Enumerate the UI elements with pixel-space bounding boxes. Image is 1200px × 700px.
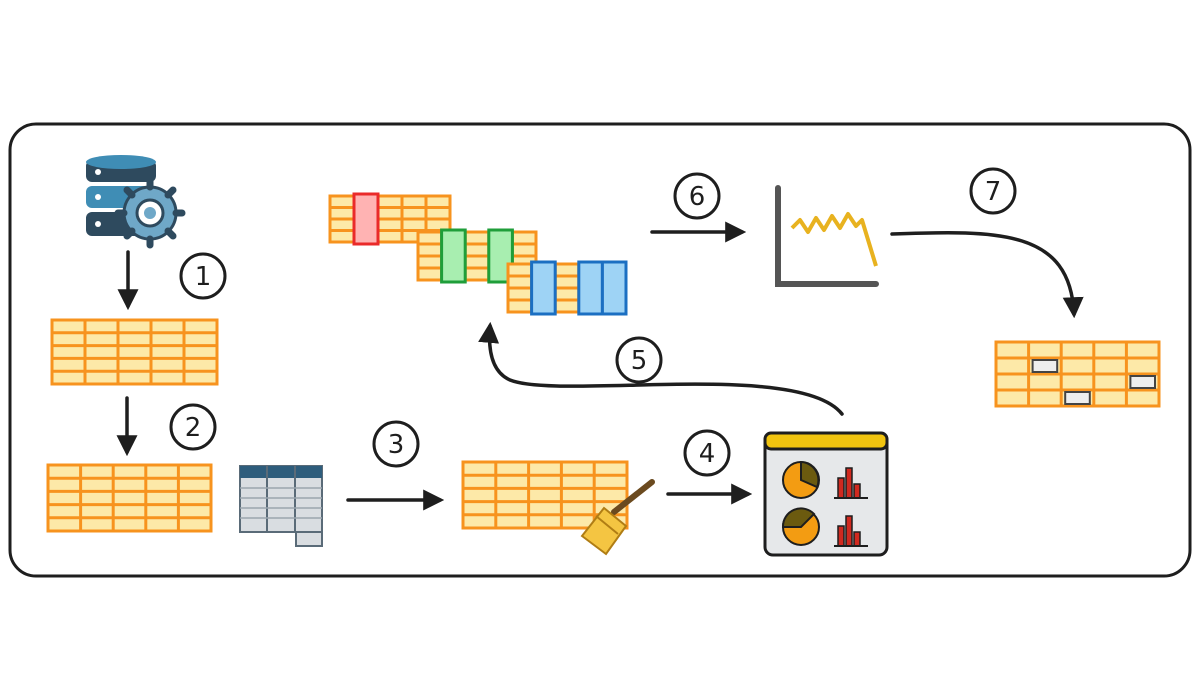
dashboard-icon (763, 431, 889, 557)
step-circle (615, 336, 663, 384)
step-number: 3 (388, 430, 405, 460)
highlighted-column (530, 260, 557, 316)
line-chart-icon (775, 185, 879, 287)
step-marker-2: 2 (169, 403, 217, 451)
step-number: 2 (185, 413, 202, 443)
step-circle (969, 167, 1017, 215)
step-number: 5 (631, 346, 648, 376)
step-number: 4 (699, 439, 716, 469)
highlighted-column (440, 228, 467, 284)
step-number: 7 (985, 177, 1002, 207)
spreadsheet-table-icon (994, 340, 1161, 408)
step-circle (179, 252, 227, 300)
step-number: 6 (689, 182, 706, 212)
step-circle (673, 172, 721, 220)
step-circle (372, 420, 420, 468)
arrow-5 (478, 321, 844, 416)
highlighted-column (600, 260, 628, 316)
diagram-frame (8, 122, 1192, 578)
step-marker-7: 7 (969, 167, 1017, 215)
step-marker-4: 4 (683, 429, 731, 477)
highlighted-cell (1064, 391, 1091, 405)
step-marker-3: 3 (372, 420, 420, 468)
step-marker-1: 1 (179, 252, 227, 300)
step-circle (169, 403, 217, 451)
highlighted-cell (1031, 359, 1059, 373)
column-schema-icon (239, 465, 323, 547)
highlighted-cell (1129, 375, 1157, 389)
step-marker-6: 6 (673, 172, 721, 220)
spreadsheet-table-icon (50, 318, 219, 386)
step-number: 1 (195, 262, 212, 292)
arrow-7 (890, 230, 1084, 319)
highlighted-column (352, 192, 380, 246)
flow-arrows (116, 221, 1084, 511)
step-circle (683, 429, 731, 477)
step-marker-5: 5 (615, 336, 663, 384)
partitioned-tables (328, 192, 628, 316)
spreadsheet-table-icon (46, 463, 213, 533)
highlighted-column (577, 260, 604, 316)
broom-icon (580, 479, 655, 556)
spreadsheet-table-icon (461, 460, 629, 530)
step-markers: 1 2 3 4 5 6 7 (169, 167, 1017, 477)
database-gear-icon (86, 155, 186, 249)
